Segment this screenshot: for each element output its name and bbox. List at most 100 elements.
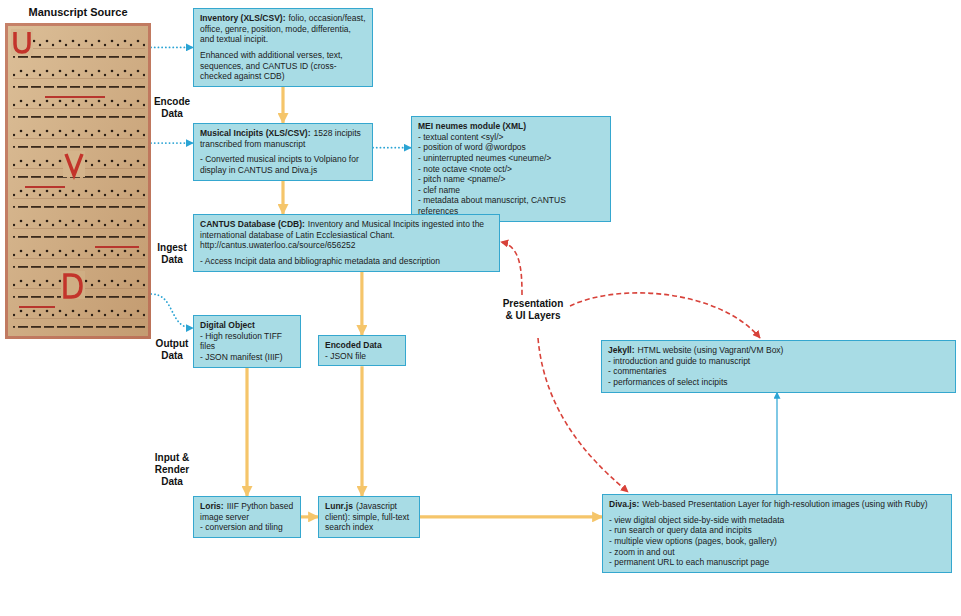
box-text: - run search or query data and incipits	[609, 525, 752, 535]
stage-label: Ingest Data	[153, 242, 191, 266]
text-line: - commentaries	[608, 366, 949, 377]
manuscript-source: Manuscript Source	[5, 6, 151, 339]
connector	[151, 142, 193, 144]
process-box: Jekyll:HTML website (using Vagrant/VM Bo…	[601, 340, 956, 393]
connector	[776, 393, 777, 495]
text-line: Musical Incipits (XLS/CSV):1528 incipits…	[200, 128, 366, 149]
box-text: - JSON manifest (IIIF)	[200, 352, 283, 362]
box-heading: Digital Object	[200, 320, 255, 330]
text-line: - clef name	[418, 185, 604, 196]
text-line: - note octave <note oct/>	[418, 164, 604, 175]
box-text: - conversion and tiling	[200, 522, 283, 532]
text-line: Encoded Data	[325, 340, 399, 351]
box-heading: Manuscript Source	[5, 6, 151, 18]
process-box: Loris:IIIF Python based image server- co…	[193, 496, 301, 538]
box-text: - metadata about manuscript, CANTUS refe…	[418, 195, 566, 216]
text-line: Manuscript Source	[5, 6, 151, 18]
stage-label: Presentation & UI Layers	[500, 298, 566, 322]
text-line: - JSON manifest (IIIF)	[200, 352, 294, 363]
text-line: Inventory (XLS/CSV):folio, occasion/feas…	[200, 13, 366, 45]
text-line: - textual content <syl/>	[418, 132, 604, 143]
text-line: - Converted musical incipts to Volpiano …	[200, 154, 366, 175]
text-line: - uninterrupted neumes <uneume/>	[418, 153, 604, 164]
box-text: HTML website (using Vagrant/VM Box)	[637, 345, 783, 355]
process-box: MEI neumes module (XML)- textual content…	[411, 116, 611, 222]
red-dashed-arrow	[501, 242, 522, 295]
process-box: Musical Incipits (XLS/CSV):1528 incipits…	[193, 123, 373, 181]
connector	[301, 515, 318, 518]
text-line: - pitch name <pname/>	[418, 174, 604, 185]
box-text: - uninterrupted neumes <uneume/>	[418, 153, 551, 163]
box-heading: MEI neumes module (XML)	[418, 121, 526, 131]
text-line: - multiple view options (pages, book, ga…	[609, 536, 945, 547]
box-heading: Inventory (XLS/CSV):	[200, 13, 285, 23]
text-line: - run search or query data and incipits	[609, 525, 945, 536]
chant-notation	[13, 33, 145, 331]
box-text: - multiple view options (pages, book, ga…	[609, 536, 777, 546]
connector	[281, 87, 284, 123]
box-text: - performances of select incipits	[608, 377, 728, 387]
connector	[151, 294, 193, 328]
text-line: - Access Incipit data and bibliographic …	[200, 256, 493, 267]
parchment-edge	[7, 25, 150, 338]
text-line: CANTUS Database (CDB):Inventory and Musi…	[200, 219, 493, 240]
connector	[151, 47, 193, 49]
box-text: Web-based Presentation Layer for high-re…	[642, 499, 927, 509]
text-line: Loris:IIIF Python based image server	[200, 501, 294, 522]
box-text: - commentaries	[608, 366, 667, 376]
connector	[360, 272, 363, 336]
box-text: - view digital object side-by-side with …	[609, 515, 784, 525]
box-heading: Encoded Data	[325, 340, 382, 350]
manuscript-image	[5, 23, 151, 339]
box-text: http://cantus.uwaterloo.ca/source/656252	[200, 240, 355, 250]
box-text: - clef name	[418, 185, 460, 195]
box-heading: Diva.js:	[609, 499, 639, 509]
stage-label: Output Data	[153, 338, 191, 362]
process-box: Inventory (XLS/CSV):folio, occasion/feas…	[193, 8, 373, 87]
box-heading: Musical Incipits (XLS/CSV):	[200, 128, 311, 138]
box-heading: CANTUS Database (CDB):	[200, 219, 305, 229]
text-line: http://cantus.uwaterloo.ca/source/656252	[200, 240, 493, 251]
text-line: - view digital object side-by-side with …	[609, 515, 945, 526]
box-text: Enhanced with additional verses, text, s…	[200, 50, 343, 81]
text-line: - zoom in and out	[609, 547, 945, 558]
text-line: MEI neumes module (XML)	[418, 121, 604, 132]
text-line: Jekyll:HTML website (using Vagrant/VM Bo…	[608, 345, 949, 356]
stage-label: Encode Data	[153, 96, 191, 120]
connector	[373, 147, 411, 149]
stage-label: Input & Render Data	[153, 452, 191, 488]
box-heading: Lunr.js	[325, 501, 353, 511]
text-line: - position of word @wordpos	[418, 142, 604, 153]
text-line: - JSON file	[325, 351, 399, 362]
process-box: Diva.js:Web-based Presentation Layer for…	[602, 494, 952, 573]
rubrics	[19, 96, 139, 308]
box-text: - Converted musical incipts to Volpiano …	[200, 154, 359, 175]
text-line: - introduction and guide to manuscript	[608, 356, 949, 367]
text-line: Lunr.js(Javascript client): simple, full…	[325, 501, 413, 533]
box-text: - permanent URL to each manuscript page	[609, 557, 769, 567]
box-text: - note octave <note oct/>	[418, 164, 512, 174]
box-text: - JSON file	[325, 351, 366, 361]
text-line: - performances of select incipits	[608, 377, 949, 388]
connector	[360, 366, 363, 496]
box-text: - textual content <syl/>	[418, 132, 504, 142]
process-box: Digital Object- High resolution TIFF fil…	[193, 315, 301, 368]
connector	[245, 368, 248, 497]
parchment	[5, 23, 151, 339]
connector	[281, 181, 284, 215]
process-box: Lunr.js(Javascript client): simple, full…	[318, 496, 420, 538]
process-box: CANTUS Database (CDB):Inventory and Musi…	[193, 214, 500, 272]
text-line: Diva.js:Web-based Presentation Layer for…	[609, 499, 945, 510]
text-line: - conversion and tiling	[200, 522, 294, 533]
box-text: - Access Incipit data and bibliographic …	[200, 256, 440, 266]
text-line: - High resolution TIFF files	[200, 331, 294, 352]
process-box: Encoded Data- JSON file	[318, 335, 406, 366]
box-heading: Jekyll:	[608, 345, 634, 355]
box-heading: Loris:	[200, 501, 224, 511]
box-text: - zoom in and out	[609, 547, 675, 557]
red-initials	[11, 29, 85, 299]
box-text: - High resolution TIFF files	[200, 331, 282, 352]
text-line: - permanent URL to each manuscript page	[609, 557, 945, 568]
